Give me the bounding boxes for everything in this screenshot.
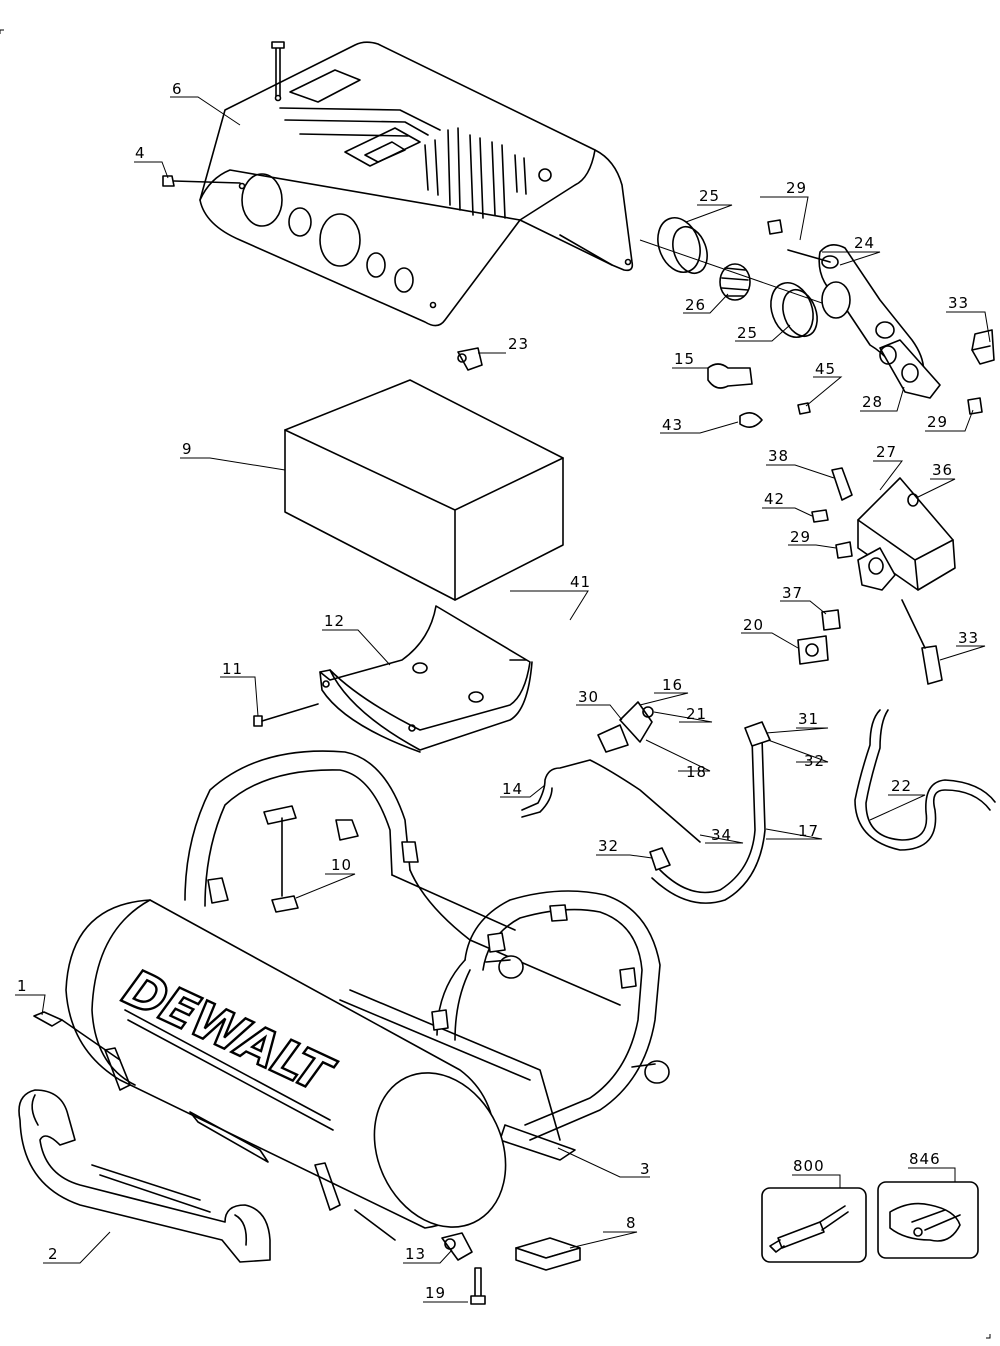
- part-label-27: 27: [876, 443, 897, 461]
- part-bracket-12: [319, 605, 533, 753]
- part-label-800: 800: [793, 1157, 825, 1175]
- part-label-2: 2: [48, 1245, 59, 1263]
- part-pad-8: [515, 1237, 581, 1271]
- part-label-24: 24: [854, 234, 875, 252]
- part-filter-25a: [657, 217, 708, 275]
- part-elbow-23: [457, 347, 483, 371]
- part-pin-1: [33, 1011, 121, 1061]
- part-label-29a: 29: [786, 179, 807, 197]
- part-label-25b: 25: [737, 324, 758, 342]
- part-label-13: 13: [405, 1245, 426, 1263]
- part-tank: DEWALT: [65, 899, 507, 1241]
- part-label-12: 12: [324, 612, 345, 630]
- part-elbow-33a: [971, 329, 995, 365]
- part-screw-11: [253, 703, 319, 727]
- part-screw-19: [470, 1267, 486, 1305]
- part-sleeve-37: [821, 609, 841, 631]
- part-label-3: 3: [640, 1160, 651, 1178]
- part-cap-20: [797, 635, 829, 665]
- part-label-9: 9: [182, 440, 193, 458]
- part-label-43: 43: [662, 416, 683, 434]
- part-screw-4: [162, 175, 241, 187]
- part-label-1: 1: [17, 977, 28, 995]
- part-tube-14: [521, 759, 701, 843]
- leader-lines: [15, 96, 991, 1303]
- part-label-32b: 32: [598, 837, 619, 855]
- crop-mark: [0, 29, 4, 34]
- part-valve-38: [831, 467, 853, 501]
- part-label-29c: 29: [790, 528, 811, 546]
- part-label-22: 22: [891, 777, 912, 795]
- part-label-17: 17: [798, 822, 819, 840]
- part-label-26: 26: [685, 296, 706, 314]
- part-cap-29b: [967, 397, 983, 415]
- part-label-23: 23: [508, 335, 529, 353]
- part-label-14: 14: [502, 780, 523, 798]
- part-label-8: 8: [626, 1214, 637, 1232]
- part-clip-43: [739, 412, 763, 428]
- part-label-31: 31: [798, 710, 819, 728]
- crop-mark: [986, 1334, 991, 1339]
- part-label-37: 37: [782, 584, 803, 602]
- part-label-4: 4: [135, 144, 146, 162]
- part-label-18: 18: [686, 763, 707, 781]
- part-label-19: 19: [425, 1284, 446, 1302]
- part-plate-10: [263, 805, 299, 913]
- part-label-30: 30: [578, 688, 599, 706]
- part-label-41: 41: [570, 573, 591, 591]
- kit-box-846: [877, 1181, 979, 1259]
- part-label-36: 36: [932, 461, 953, 479]
- part-label-33a: 33: [948, 294, 969, 312]
- part-label-846: 846: [909, 1150, 941, 1168]
- part-filter-25b: [770, 282, 818, 338]
- part-label-20: 20: [743, 616, 764, 634]
- part-plug-15: [707, 363, 753, 389]
- part-regulator-16: [597, 701, 654, 753]
- part-hose-22: [854, 709, 996, 851]
- part-label-25a: 25: [699, 187, 720, 205]
- part-nut-29c: [835, 541, 853, 559]
- part-label-15: 15: [674, 350, 695, 368]
- part-filter-26: [719, 263, 751, 301]
- part-label-28: 28: [862, 393, 883, 411]
- part-label-42: 42: [764, 490, 785, 508]
- part-label-10: 10: [331, 856, 352, 874]
- part-tube-17: [649, 721, 771, 904]
- part-handle-2: [18, 1089, 271, 1263]
- part-box-9: [284, 379, 564, 601]
- part-label-21: 21: [686, 705, 707, 723]
- part-switch-27: [857, 477, 956, 591]
- part-label-33b: 33: [958, 629, 979, 647]
- part-label-32a: 32: [804, 752, 825, 770]
- part-labels: 6 4 9 23 25 29 24 26 25 33 15 45 28 29 4…: [17, 80, 979, 1302]
- part-head-28: [879, 339, 941, 399]
- part-label-11: 11: [222, 660, 243, 678]
- part-label-38: 38: [768, 447, 789, 465]
- part-label-34: 34: [711, 826, 732, 844]
- part-pin-42: [811, 509, 829, 523]
- part-label-6: 6: [172, 80, 183, 98]
- part-fitting-33b: [901, 599, 943, 685]
- part-label-29b: 29: [927, 413, 948, 431]
- part-cap-29a: [767, 219, 783, 235]
- part-valve-13: [441, 1232, 473, 1261]
- part-label-45: 45: [815, 360, 836, 378]
- part-shroud-cover: [199, 41, 634, 327]
- part-frame-3: [184, 750, 670, 1161]
- part-label-16: 16: [662, 676, 683, 694]
- kit-box-800: [761, 1187, 867, 1263]
